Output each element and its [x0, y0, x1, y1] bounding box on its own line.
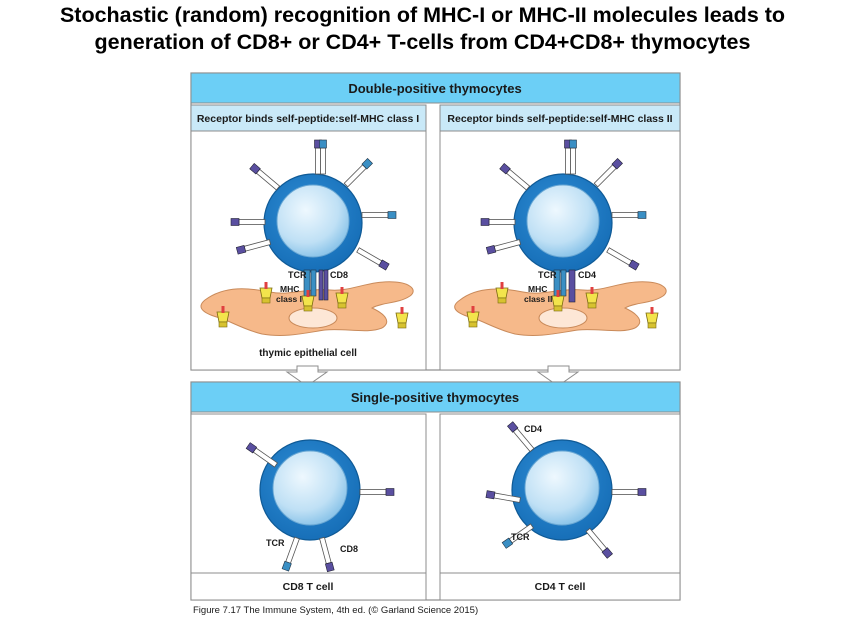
figure-caption: Figure 7.17 The Immune System, 4th ed. (…: [193, 605, 478, 616]
mhc-class-label-top-right: class II: [524, 294, 552, 304]
top-right-subheader: [439, 104, 681, 132]
top-left-subheader-text: Receptor binds self-peptide:self-MHC cla…: [197, 113, 419, 125]
top-panel-header: [190, 72, 681, 104]
top-panel-header-text: Double-positive thymocytes: [348, 81, 521, 96]
cd4-label-bottom-right: CD4: [524, 424, 542, 434]
down-arrow-right: [536, 365, 580, 387]
tcr-label-top-right: TCR: [538, 270, 557, 280]
cd8-t-cell-diagram: TCR CD8: [245, 439, 395, 573]
cd8-label-bottom-left: CD8: [340, 544, 358, 554]
cd8-t-cell-nucleus: [272, 450, 348, 526]
thymic-epithelial-cell-label: thymic epithelial cell: [259, 348, 357, 359]
top-left-diagram: TCR CD8 MHC class I thymic epithelial ce…: [200, 139, 414, 359]
cd4-t-cell-nucleus: [524, 450, 600, 526]
top-right-diagram: TCR CD4 MHC class II: [454, 139, 667, 336]
bottom-panel-header-text: Single-positive thymocytes: [351, 390, 519, 405]
figure-title: Stochastic (random) recognition of MHC-I…: [0, 2, 845, 56]
epithelial-nucleus-left: [288, 307, 338, 329]
thymocyte-nucleus-left: [276, 184, 350, 258]
tcr-label-bottom-right: TCR: [511, 532, 530, 542]
cd8-left: [318, 269, 324, 301]
cd4-label-top-right: CD4: [578, 270, 596, 280]
epithelial-nucleus-right: [538, 307, 588, 329]
tcr-label-bottom-left: TCR: [266, 538, 285, 548]
cd8-label-top-left: CD8: [330, 270, 348, 280]
cd8-t-cell-label: CD8 T cell: [283, 581, 334, 593]
mhc-label-top-left: MHC: [280, 284, 299, 294]
top-left-subheader: [190, 104, 427, 132]
title-line-2: generation of CD8+ or CD4+ T-cells from …: [94, 30, 751, 54]
cd4-right: [568, 269, 576, 303]
down-arrow-left: [285, 365, 329, 387]
title-line-1: Stochastic (random) recognition of MHC-I…: [59, 3, 786, 27]
mhc-label-top-right: MHC: [528, 284, 547, 294]
cd4-t-cell-label: CD4 T cell: [535, 581, 586, 593]
bottom-panel-header: [190, 381, 681, 413]
mhc-class-label-top-left: class I: [276, 294, 302, 304]
thymocyte-nucleus-right: [526, 184, 600, 258]
tcr-label-top-left: TCR: [288, 270, 307, 280]
top-right-subheader-text: Receptor binds self-peptide:self-MHC cla…: [447, 113, 672, 125]
cd4-t-cell-diagram: CD4 TCR: [485, 421, 647, 559]
